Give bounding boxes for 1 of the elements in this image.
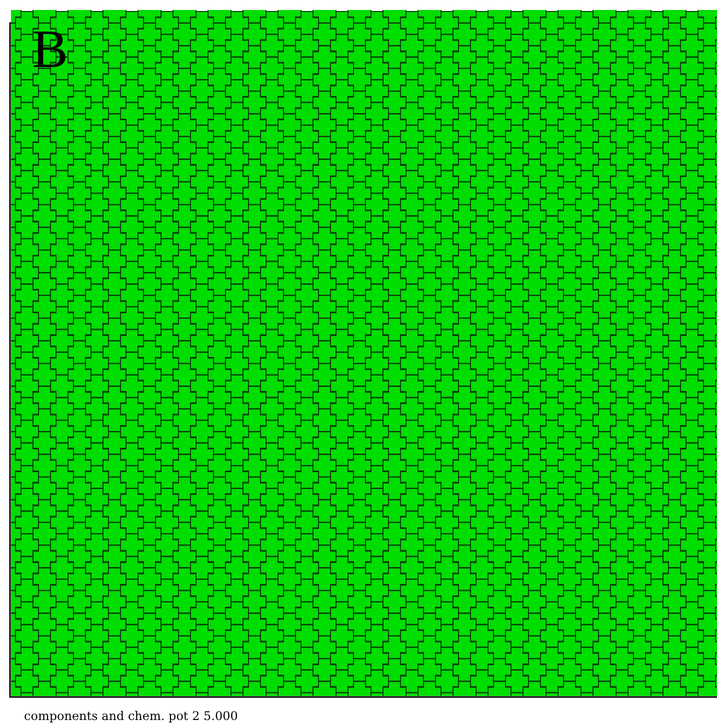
figure-caption: components and chem. pot 2 5.000 xyxy=(24,709,238,723)
